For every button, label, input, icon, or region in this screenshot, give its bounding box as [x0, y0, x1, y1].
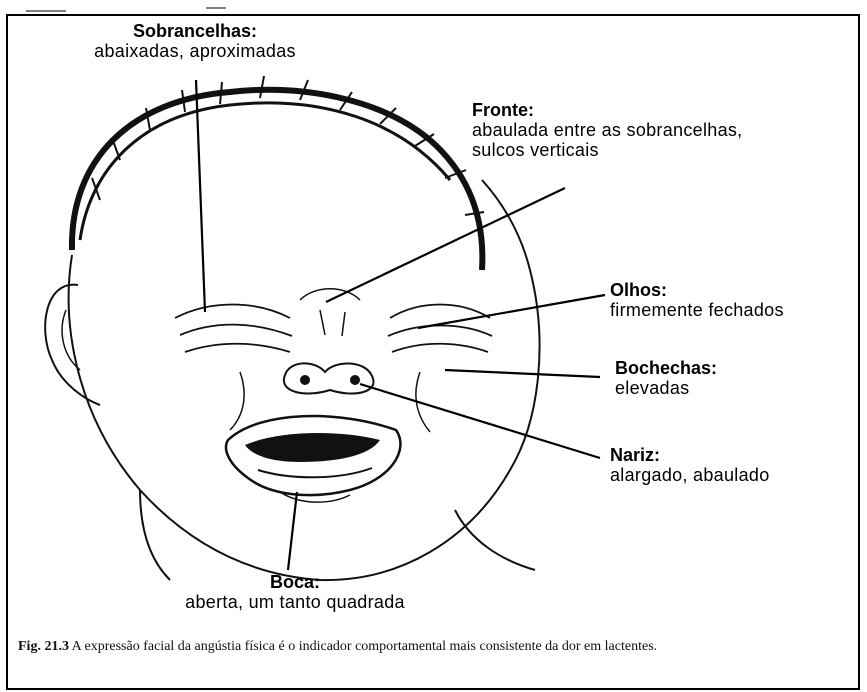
- label-fronte: Fronte: abaulada entre as sobrancelhas, …: [472, 101, 742, 160]
- label-title: Boca:: [125, 573, 465, 593]
- right-eye: [388, 305, 492, 353]
- label-bochechas: Bochechas: elevadas: [615, 359, 717, 399]
- label-desc: elevadas: [615, 379, 717, 399]
- label-olhos: Olhos: firmemente fechados: [610, 281, 784, 321]
- left-eye: [175, 305, 292, 353]
- caption-text: A expressão facial da angústia física é …: [69, 639, 657, 654]
- label-title: Nariz:: [610, 446, 770, 466]
- label-desc: abaixadas, aproximadas: [30, 42, 360, 62]
- caption-number: Fig. 21.3: [18, 639, 69, 654]
- mouth-teeth: [245, 433, 380, 462]
- nose: [284, 363, 374, 393]
- label-nariz: Nariz: alargado, abaulado: [610, 446, 770, 486]
- label-sobrancelhas: Sobrancelhas: abaixadas, aproximadas: [30, 22, 360, 62]
- label-desc: abaulada entre as sobrancelhas,: [472, 121, 742, 141]
- label-boca: Boca: aberta, um tanto quadrada: [125, 573, 465, 613]
- figure-caption: Fig. 21.3 A expressão facial da angústia…: [18, 638, 858, 656]
- label-title: Fronte:: [472, 101, 742, 121]
- label-desc: alargado, abaulado: [610, 466, 770, 486]
- label-title: Sobrancelhas:: [30, 22, 360, 42]
- hair: [72, 76, 484, 270]
- label-desc: sulcos verticais: [472, 141, 742, 161]
- label-desc: firmemente fechados: [610, 301, 784, 321]
- label-desc: aberta, um tanto quadrada: [125, 593, 465, 613]
- label-title: Bochechas:: [615, 359, 717, 379]
- label-title: Olhos:: [610, 281, 784, 301]
